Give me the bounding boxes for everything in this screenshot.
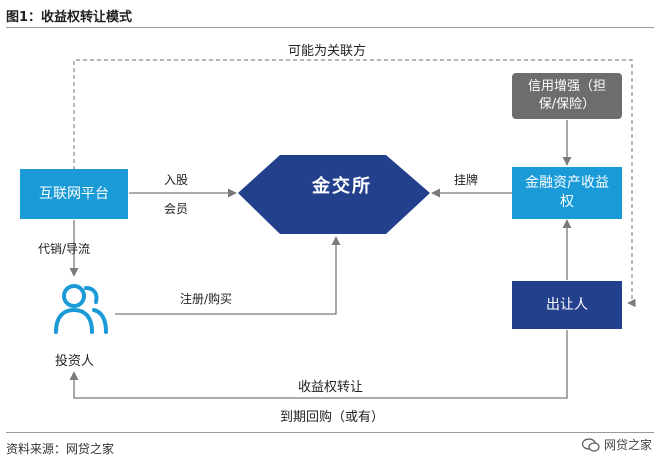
- exchange-hexagon: [238, 155, 430, 234]
- asset-box-label: 金融资产收益权: [525, 175, 609, 210]
- buyback-label: 到期回购（或有）: [280, 410, 385, 425]
- brand-name: 网贷之家: [603, 438, 652, 452]
- credit-box: 信用增强（担保/保险）: [512, 73, 622, 119]
- investor-icon: [54, 284, 108, 334]
- member-label: 会员: [164, 202, 189, 216]
- platform-box: 互联网平台: [20, 169, 128, 219]
- related-party-dashed-line: [73, 59, 636, 308]
- investor-to-exchange-arrow: [115, 236, 341, 315]
- exchange-label: 金交所: [312, 176, 372, 197]
- enter-shares-label: 入股: [164, 173, 189, 187]
- distribution-label: 代销/导流: [38, 242, 91, 256]
- wechat-icon: [581, 437, 600, 452]
- figure-title: 图1：收益权转让模式: [6, 10, 133, 25]
- credit-box-label: 信用增强（担保/保险）: [527, 79, 606, 112]
- brand-watermark: 网贷之家: [581, 436, 652, 453]
- source-note: 资料来源：网贷之家: [6, 442, 115, 456]
- related-party-label: 可能为关联方: [288, 44, 367, 59]
- bottom-rule: [6, 432, 654, 433]
- transfer-right-arrow: [69, 330, 568, 399]
- investor-label: 投资人: [55, 354, 95, 369]
- transfer-right-label: 收益权转让: [298, 380, 364, 395]
- top-rule: [6, 27, 654, 28]
- register-buy-label: 注册/购买: [180, 292, 233, 306]
- listing-label: 挂牌: [454, 173, 479, 187]
- transferor-box: 出让人: [512, 281, 622, 329]
- asset-box: 金融资产收益权: [512, 167, 622, 219]
